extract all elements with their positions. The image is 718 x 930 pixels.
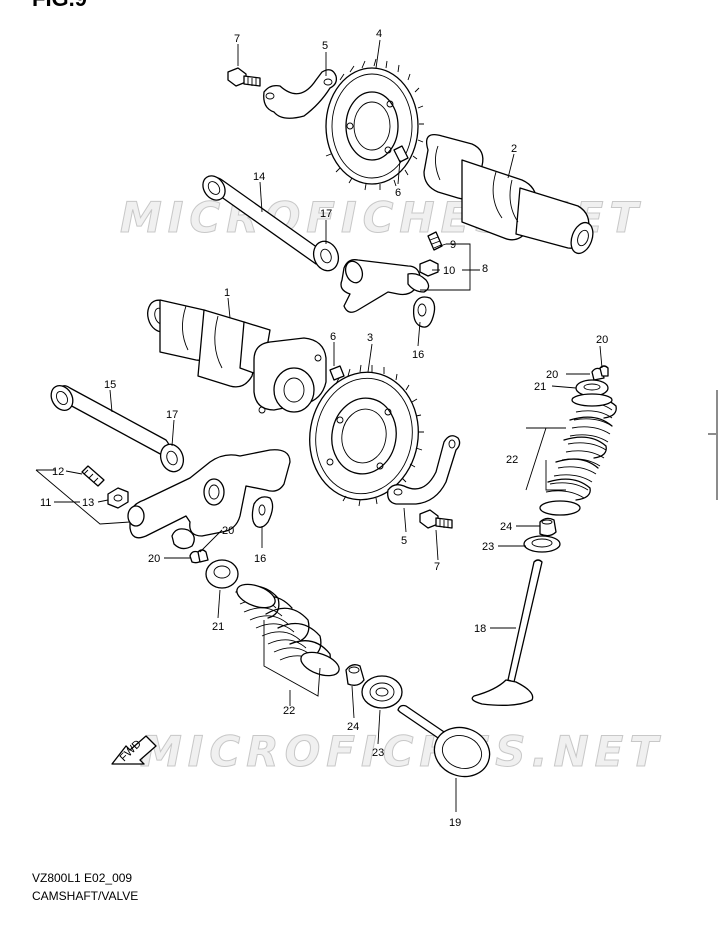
- adjusting-screw-9-top: [427, 231, 443, 251]
- diagram-title-caption: CAMSHAFT/VALVE: [32, 889, 138, 903]
- callout-23-right: 23: [482, 541, 494, 553]
- callout-20-lower-a: 20: [222, 525, 234, 537]
- callout-11: 11: [40, 497, 51, 509]
- cam-sprocket-4: [325, 58, 424, 191]
- valve-19: [397, 704, 491, 778]
- callout-3: 3: [367, 332, 373, 344]
- callout-6-lower: 6: [330, 331, 336, 343]
- valve-springs-22-right: [539, 393, 617, 516]
- callout-13: 13: [82, 497, 94, 509]
- valve-springs-22-lower: [235, 583, 340, 677]
- watermark-bottom: MICROFICHES.NET: [140, 727, 664, 776]
- callout-10: 10: [443, 265, 455, 277]
- lock-nut-10-top: [419, 259, 439, 277]
- callout-5-top: 5: [322, 40, 328, 52]
- bolt-7-lower: [419, 509, 453, 529]
- callout-19: 19: [449, 817, 461, 829]
- spring-seat-23-right: [523, 535, 561, 553]
- valve-spring-retainer-21-lower: [205, 559, 239, 589]
- callout-16-top: 16: [412, 349, 424, 361]
- valve-stem-seal-24-right: [539, 517, 557, 537]
- callout-18: 18: [474, 623, 486, 635]
- callout-21-right: 21: [534, 381, 546, 393]
- rocker-arm-8: [340, 259, 430, 313]
- callout-20-lower-b: 20: [148, 553, 160, 565]
- callout-12: 12: [52, 466, 64, 478]
- callout-24-right: 24: [500, 521, 512, 533]
- callout-7-top: 7: [234, 33, 240, 45]
- dowel-pin-6-lower: [329, 365, 345, 381]
- lock-nut-13-lower: [107, 487, 129, 509]
- callout-24-lower: 24: [347, 721, 359, 733]
- camshaft-1: [147, 299, 327, 414]
- callout-1: 1: [224, 287, 230, 299]
- washer-17-lower: [159, 443, 185, 473]
- callout-20-right-top: 20: [596, 334, 608, 346]
- spring-seat-23-lower: [361, 675, 403, 709]
- figure-title: FIG.9: [32, 0, 87, 11]
- rocker-arm-shaft-15: [50, 385, 171, 457]
- callout-23-lower: 23: [372, 747, 384, 759]
- rocker-arm-11: [127, 449, 291, 550]
- callout-16-lower: 16: [254, 553, 266, 565]
- adjusting-screw-12-lower: [81, 465, 105, 487]
- callout-6-top: 6: [395, 187, 401, 199]
- callout-22-lower: 22: [283, 705, 295, 717]
- leader-lines: [35, 39, 603, 812]
- valve-cotters-20-right: [591, 365, 609, 381]
- callout-21-lower: 21: [212, 621, 224, 633]
- model-code-caption: VZ800L1 E02_009: [32, 871, 132, 885]
- dowel-pin-6-top: [393, 145, 409, 163]
- callout-14: 14: [253, 171, 265, 183]
- callout-17-lower: 17: [166, 409, 178, 421]
- callout-8: 8: [482, 263, 488, 275]
- callout-labels: 7 5 4 2 6 14 17 9 10 8 16 1 6 3 20 20 21…: [40, 28, 608, 829]
- valve-cotters-20-lower: [189, 549, 209, 564]
- callout-2: 2: [511, 143, 517, 155]
- chain-guide-16-top: [412, 296, 436, 328]
- callout-9: 9: [450, 239, 456, 251]
- callout-22-right: 22: [506, 454, 518, 466]
- bolt-7-top: [227, 67, 261, 87]
- cam-sprocket-3: [309, 364, 424, 507]
- callout-15: 15: [104, 379, 116, 391]
- valve-18: [471, 559, 543, 706]
- camshaft-2: [423, 133, 594, 255]
- callout-5-lower: 5: [401, 535, 407, 547]
- valve-stem-seal-24-lower: [345, 664, 365, 686]
- callout-4: 4: [376, 28, 382, 40]
- callout-7-lower: 7: [434, 561, 440, 573]
- cam-chain-guide-bracket-5-lower: [387, 435, 461, 505]
- washer-17-top: [312, 240, 340, 272]
- callout-17-top: 17: [320, 208, 332, 220]
- callout-20-right: 20: [546, 369, 558, 381]
- cam-chain-guide-bracket-5-top: [263, 69, 338, 119]
- chain-guide-16-lower: [251, 496, 274, 528]
